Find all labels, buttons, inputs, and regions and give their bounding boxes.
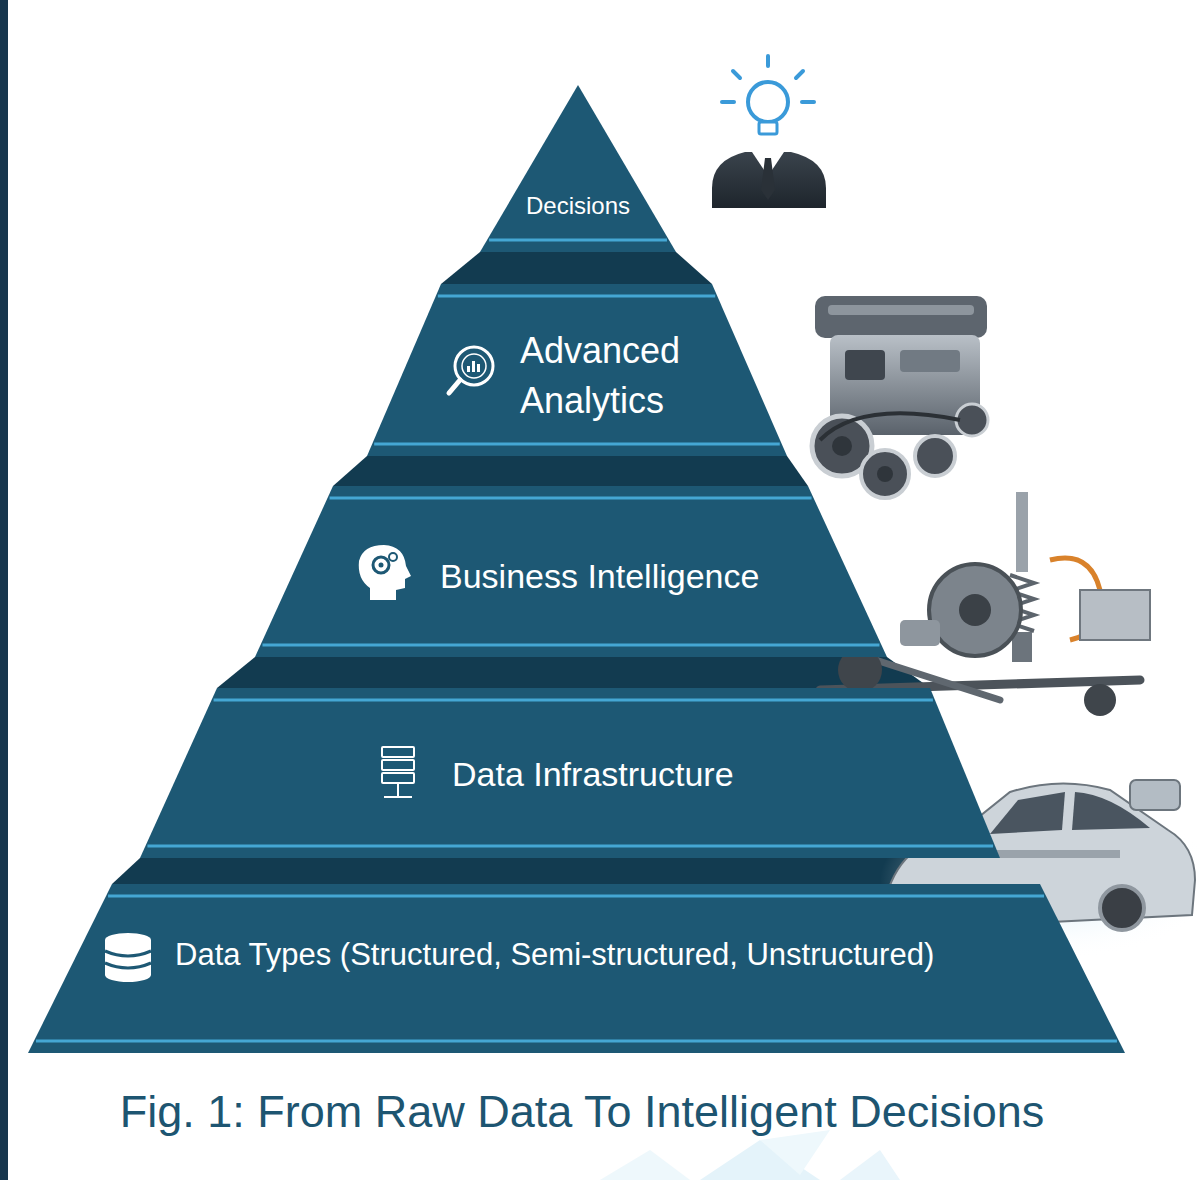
server-icon-part (384, 796, 412, 798)
idea-person-icon-part-part (802, 100, 814, 104)
layer-stripe (147, 845, 993, 848)
chassis-parts-illustration-part (929, 564, 1021, 656)
database-icon-part (105, 963, 151, 968)
chassis-parts-illustration-part (959, 594, 991, 626)
database-icon-part (105, 933, 151, 947)
analytics-magnifier-icon-part (449, 380, 460, 393)
idea-person-icon-part-part (733, 71, 740, 78)
car-body-illustration-part (990, 792, 1065, 834)
layer-stripe (262, 644, 879, 647)
left-edge-bar-part (0, 0, 8, 1180)
layer-fill (140, 688, 1000, 858)
database-icon (105, 933, 151, 982)
database-icon-part (105, 951, 151, 956)
idea-person-icon (712, 56, 826, 208)
idea-person-icon-part-part (796, 71, 803, 78)
pyramid-layer: Decisions (480, 85, 676, 252)
layer-fill (28, 884, 1125, 1053)
background-facets-part (840, 1150, 900, 1180)
idea-person-icon-part (748, 82, 788, 122)
intelligence-head-icon-part (373, 557, 389, 573)
layer-fill (480, 85, 676, 252)
analytics-magnifier-icon-part (467, 366, 470, 372)
pyramid-layer: Business Intelligence (255, 486, 887, 657)
server-icon-part (397, 784, 399, 796)
idea-person-icon-part-part (722, 100, 734, 104)
car-body-illustration-part (1100, 886, 1144, 930)
pyramid-layer: Data Types (Structured, Semi-structured,… (28, 884, 1125, 1053)
layer-label: Data Types (Structured, Semi-structured,… (175, 936, 934, 973)
idea-person-icon-part (759, 122, 777, 134)
engine-illustration-part (832, 436, 852, 456)
intelligence-head-icon-part (389, 553, 397, 561)
engine-illustration-part (845, 350, 885, 380)
layer-label: Advanced Analytics (520, 326, 720, 425)
engine-illustration-part (900, 350, 960, 372)
layer-stripe (108, 895, 1044, 898)
pyramid-layer: Advanced Analytics (367, 284, 787, 456)
layer-stripe (36, 1040, 1117, 1043)
intelligence-head-icon-part (379, 563, 384, 568)
server-icon (382, 747, 414, 797)
layer-folds (112, 252, 1040, 884)
engine-illustration-part (915, 436, 955, 476)
idea-person-icon-part (712, 152, 826, 208)
layer-label: Business Intelligence (440, 556, 759, 597)
layer-label: Data Infrastructure (452, 754, 734, 795)
engine-illustration-part (815, 296, 987, 338)
engine-illustration-part (956, 404, 988, 436)
engine-illustration-part (820, 413, 960, 440)
layer-stripe (214, 699, 933, 702)
server-icon-part (382, 760, 414, 770)
background-facets (600, 1130, 900, 1180)
database-icon-part (105, 968, 151, 982)
layer-folds-part (333, 456, 808, 486)
layer-folds-part (441, 252, 712, 284)
background-facets-part (600, 1150, 690, 1180)
layer-label: Decisions (526, 193, 630, 219)
analytics-magnifier-icon-part (477, 364, 480, 372)
engine-illustration-part (828, 305, 974, 315)
idea-person-icon-part (761, 158, 775, 200)
intelligence-head-icon (359, 545, 411, 600)
server-icon-part (382, 773, 414, 783)
layer-folds-part (217, 657, 930, 688)
intelligence-head-icon-part (359, 545, 411, 600)
car-body-illustration-part (1130, 780, 1180, 810)
engine-illustration (812, 296, 988, 498)
layer-stripe (374, 443, 780, 446)
layer-stripe (330, 497, 812, 500)
idea-person-icon-part-part (766, 56, 770, 66)
server-icon-part (382, 747, 414, 757)
left-edge-bar (0, 0, 8, 1180)
layer-fill (255, 486, 887, 657)
figure-caption: Fig. 1: From Raw Data To Intelligent Dec… (120, 1085, 1045, 1139)
analytics-magnifier-icon (449, 347, 493, 393)
chassis-parts-illustration-part (1080, 590, 1150, 640)
pyramid-layer: Data Infrastructure (140, 688, 1000, 858)
engine-illustration-part (861, 450, 909, 498)
layer-shape (480, 85, 676, 252)
layer-stripe (489, 239, 667, 242)
chassis-parts-illustration-part (1016, 492, 1028, 572)
chassis-parts-illustration-part (900, 620, 940, 646)
chassis-parts-illustration (820, 492, 1150, 716)
caption-holder: Fig. 1: From Raw Data To Intelligent Dec… (0, 1080, 1200, 1150)
layer-stripe (438, 295, 715, 298)
engine-illustration-part (877, 466, 893, 482)
analytics-magnifier-icon-part (472, 361, 475, 372)
analytics-magnifier-icon-part (462, 354, 486, 378)
layer-fill (367, 284, 787, 456)
chassis-parts-illustration-part (1084, 684, 1116, 716)
